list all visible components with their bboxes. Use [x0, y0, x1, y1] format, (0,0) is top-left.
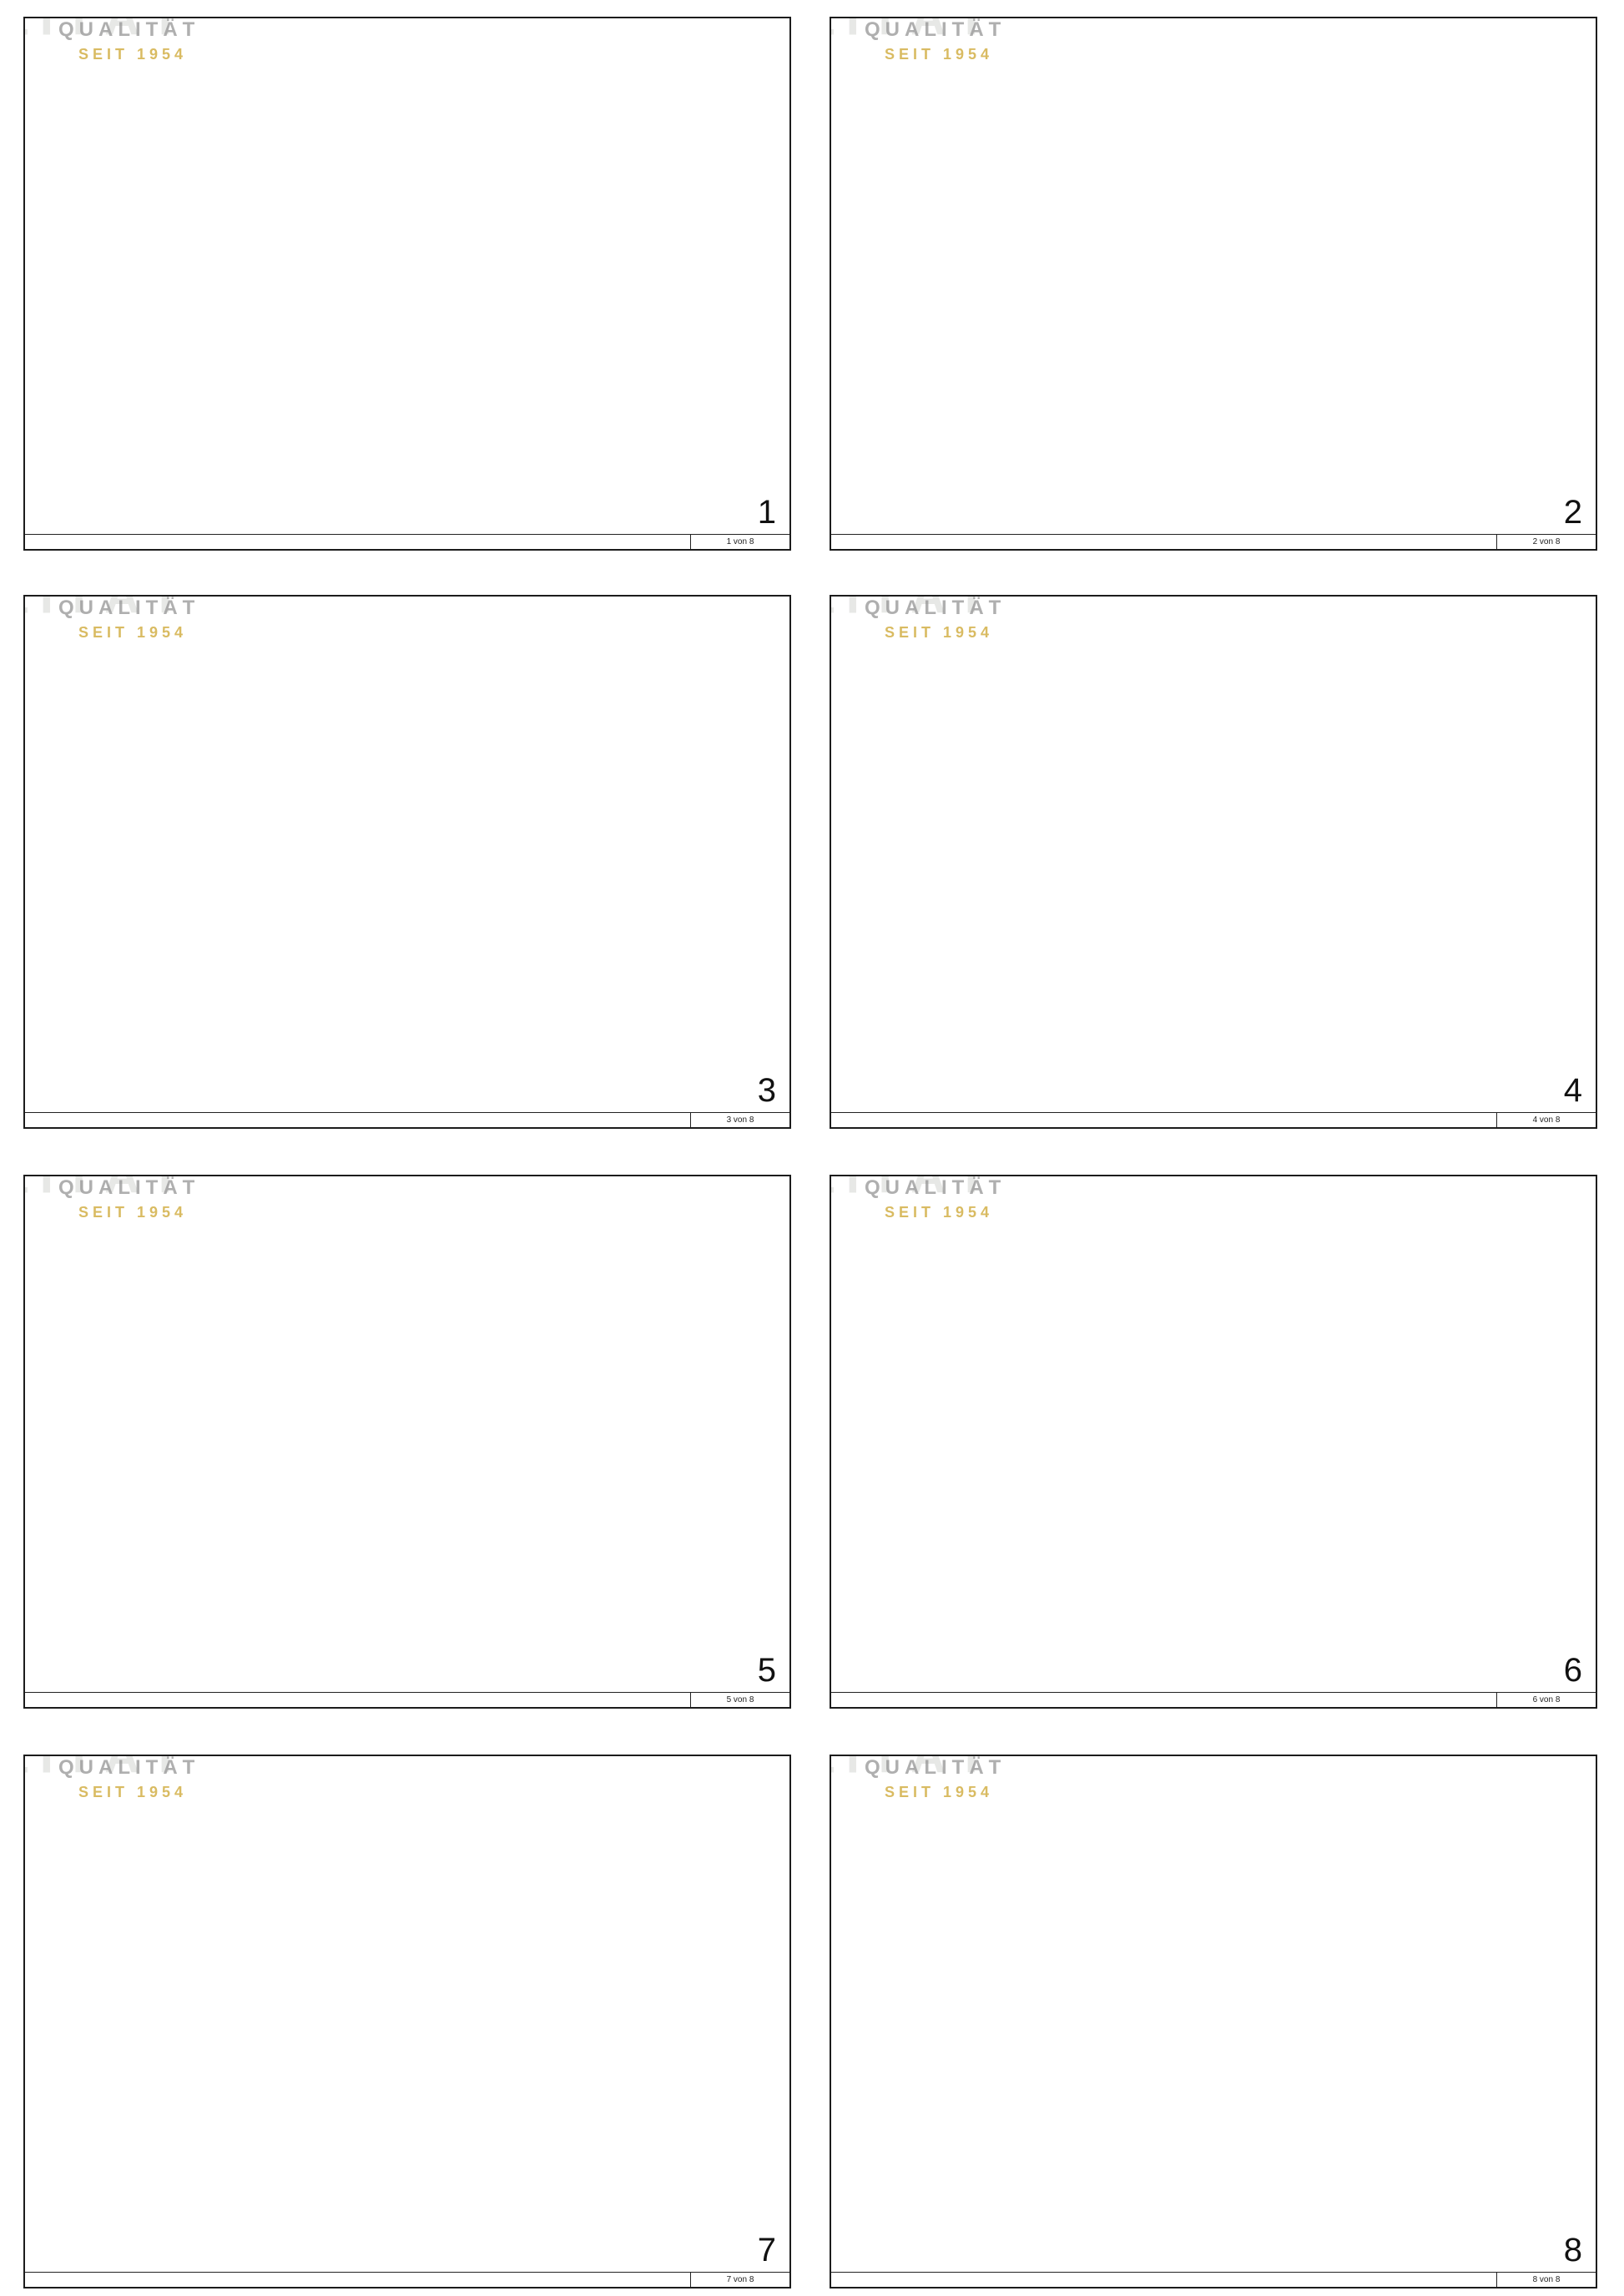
- watermark-block: QUALITÄT SEIT 1954: [25, 597, 275, 655]
- watermark-ghost-text: QUALITÄT: [25, 1755, 191, 1784]
- step-illustration-end-panels: [25, 1756, 789, 2253]
- watermark-since-text: SEIT 1954: [78, 1784, 188, 1800]
- watermark-since-text: SEIT 1954: [885, 46, 994, 63]
- watermark-brand-text: QUALITÄT: [58, 1756, 200, 1779]
- step-panel-6: QUALITÄT QUALITÄT SEIT 1954 6 6 von 8: [830, 1175, 1597, 1709]
- step-number: 1: [757, 494, 776, 531]
- panel-footer: 7 von 8: [25, 2272, 789, 2287]
- watermark-brand-text: QUALITÄT: [58, 597, 200, 619]
- watermark-since-text: SEIT 1954: [78, 46, 188, 63]
- panel-footer: 1 von 8: [25, 534, 789, 549]
- watermark-block: QUALITÄT SEIT 1954: [831, 18, 1082, 77]
- step-panel-8: QUALITÄT QUALITÄT SEIT 1954 8 8 von 8: [830, 1755, 1597, 2288]
- panel-footer: 5 von 8: [25, 1692, 789, 1707]
- watermark-ghost-text: QUALITÄT: [25, 17, 191, 46]
- step-illustration-cutting-pliers: [25, 597, 789, 1094]
- watermark-ghost-text: QUALITÄT: [831, 1175, 997, 1204]
- step-illustration-fold-lines: [831, 597, 1596, 1094]
- watermark-brand-text: QUALITÄT: [58, 18, 200, 41]
- watermark-since-text: SEIT 1954: [78, 1204, 188, 1221]
- step-panel-7: QUALITÄT QUALITÄT SEIT 1954 7 7 von 8: [23, 1755, 791, 2288]
- watermark-block: QUALITÄT SEIT 1954: [25, 18, 275, 77]
- watermark-brand-text: QUALITÄT: [58, 1176, 200, 1199]
- watermark-block: QUALITÄT SEIT 1954: [831, 597, 1082, 655]
- watermark-ghost-text: QUALITÄT: [25, 1175, 191, 1204]
- step-number: 5: [757, 1652, 776, 1689]
- step-number: 3: [757, 1072, 776, 1109]
- watermark-ghost-text: QUALITÄT: [831, 17, 997, 46]
- watermark-brand-text: QUALITÄT: [865, 18, 1006, 41]
- watermark-block: QUALITÄT SEIT 1954: [831, 1756, 1082, 1815]
- step-panel-4: QUALITÄT QUALITÄT SEIT 1954 4 4 von 8: [830, 595, 1597, 1129]
- sheet-label: 7 von 8: [690, 2273, 789, 2287]
- sheet-label: 4 von 8: [1496, 1113, 1596, 1127]
- step-number: 7: [757, 2232, 776, 2268]
- step-number: 6: [1563, 1652, 1582, 1689]
- watermark-since-text: SEIT 1954: [78, 624, 188, 641]
- step-panel-1: QUALITÄT QUALITÄT SEIT 1954 1 1 von 8: [23, 17, 791, 551]
- watermark-block: QUALITÄT SEIT 1954: [25, 1756, 275, 1815]
- watermark-since-text: SEIT 1954: [885, 624, 994, 641]
- panel-footer: 2 von 8: [831, 534, 1596, 549]
- panel-footer: 8 von 8: [831, 2272, 1596, 2287]
- watermark-ghost-text: QUALITÄT: [25, 595, 191, 624]
- watermark-since-text: SEIT 1954: [885, 1784, 994, 1800]
- panel-footer: 4 von 8: [831, 1112, 1596, 1127]
- watermark-brand-text: QUALITÄT: [865, 597, 1006, 619]
- step-number: 4: [1563, 1072, 1582, 1109]
- step-illustration-joined-mats: [831, 18, 1596, 516]
- sheet-label: 3 von 8: [690, 1113, 789, 1127]
- sheet-label: 5 von 8: [690, 1693, 789, 1707]
- watermark-since-text: SEIT 1954: [885, 1204, 994, 1221]
- watermark-ghost-text: QUALITÄT: [831, 595, 997, 624]
- panel-footer: 6 von 8: [831, 1692, 1596, 1707]
- sheet-label: 2 von 8: [1496, 535, 1596, 549]
- watermark-brand-text: QUALITÄT: [865, 1176, 1006, 1199]
- step-illustration-lid-closing: [831, 1756, 1596, 2253]
- watermark-ghost-text: QUALITÄT: [831, 1755, 997, 1784]
- step-panel-5: QUALITÄT QUALITÄT SEIT 1954 5 5 von 8: [23, 1175, 791, 1709]
- step-number: 2: [1563, 494, 1582, 531]
- step-illustration-walls-raised: [25, 1176, 789, 1674]
- watermark-block: QUALITÄT SEIT 1954: [831, 1176, 1082, 1235]
- sheet-label: 6 von 8: [1496, 1693, 1596, 1707]
- panel-footer: 3 von 8: [25, 1112, 789, 1127]
- step-panel-2: QUALITÄT QUALITÄT SEIT 1954 2 2 von 8: [830, 17, 1597, 551]
- sheet-label: 8 von 8: [1496, 2273, 1596, 2287]
- step-illustration-hook-detail: [831, 1176, 1596, 1674]
- watermark-brand-text: QUALITÄT: [865, 1756, 1006, 1779]
- sheet-label: 1 von 8: [690, 535, 789, 549]
- watermark-block: QUALITÄT SEIT 1954: [25, 1176, 275, 1235]
- step-panel-3: QUALITÄT QUALITÄT SEIT 1954 3 3 von 8: [23, 595, 791, 1129]
- step-number: 8: [1563, 2232, 1582, 2268]
- step-illustration-parts-overview: [25, 18, 789, 516]
